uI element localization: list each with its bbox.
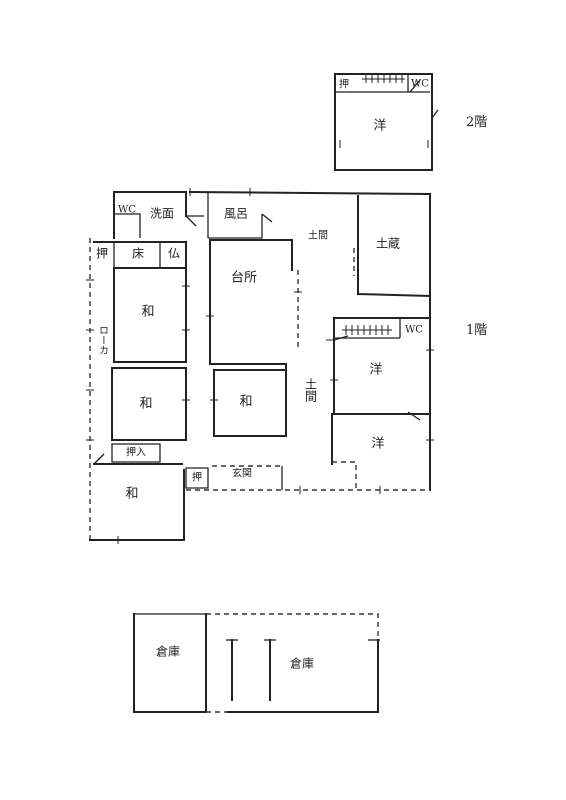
second-floor-stairs (362, 75, 405, 83)
oshiire-small-label: 押 (192, 471, 202, 484)
western2-door-dashed (332, 461, 357, 490)
first-floor-stairs (342, 325, 392, 335)
tokonoma-label: 床 (132, 247, 144, 261)
warehouse-left-outline (133, 613, 207, 713)
outline-top-right (188, 190, 431, 299)
wall-oshiire-bottom (111, 443, 161, 463)
japanese-room-4-label: 和 (125, 487, 138, 502)
japanese-room-1-label: 和 (141, 305, 154, 320)
outbuildings: 倉庫 倉庫 (133, 613, 380, 713)
door-washroom (185, 215, 197, 227)
floor-label-1f: 1階 (466, 323, 487, 338)
outline-top-left (113, 191, 187, 217)
wall-kitchen-top (209, 239, 293, 271)
bath-label: 風呂 (224, 207, 248, 221)
door-room4 (93, 453, 105, 465)
western-room-2-label: 洋 (371, 437, 384, 452)
oshiire-bottom-label: 押入 (126, 446, 146, 459)
japanese-room-2-label: 和 (139, 397, 152, 412)
storehouse-label: 土蔵 (376, 237, 400, 251)
second-floor-wc-door (409, 79, 421, 93)
japanese-room-3-label: 和 (239, 395, 252, 410)
warehouse-right-top-dashed (206, 613, 379, 640)
entrance-label: 玄関 (232, 467, 252, 480)
wc-left-label: WC (118, 205, 136, 216)
wall-room3-right (213, 363, 287, 437)
butsudan-label: 仏 (168, 247, 180, 261)
earthen-floor-top-label: 土間 (308, 229, 328, 242)
wall-oshiire-small (185, 467, 209, 489)
wall-bath (208, 214, 263, 239)
second-floor-western-room-label: 洋 (373, 119, 386, 134)
second-floor-window (431, 109, 439, 119)
second-floor-outline (334, 73, 433, 171)
warehouse-left-label: 倉庫 (156, 644, 180, 659)
floor-label-2f: 2階 (466, 115, 487, 130)
earthen-floor-mid-label: 土間 (304, 378, 318, 402)
door-stairs (333, 335, 349, 341)
door-western2 (407, 411, 421, 421)
door-bath (261, 213, 273, 223)
second-floor-oshiire-label: 押 (339, 78, 349, 91)
western-room-1-label: 洋 (369, 363, 382, 378)
second-floor-wc-label: WC (411, 79, 429, 90)
first-floor: WC 洗面 風呂 土間 土蔵 押 床 仏 台所 和 ローカ WC 洋 和 和 土… (86, 188, 434, 544)
washroom-label: 洗面 (150, 207, 174, 221)
wc-right-label: WC (405, 325, 423, 336)
kitchen-label: 台所 (231, 271, 257, 286)
oshiire-left-label: 押 (96, 247, 108, 261)
corridor-label: ローカ (97, 325, 108, 355)
second-floor: 押 WC 洋 (334, 73, 439, 171)
warehouse-right-outline (227, 639, 379, 713)
warehouse-right-label: 倉庫 (290, 656, 314, 671)
wall-ticks (86, 188, 434, 544)
wall-storehouse (357, 195, 432, 298)
wall-wc (114, 213, 141, 238)
